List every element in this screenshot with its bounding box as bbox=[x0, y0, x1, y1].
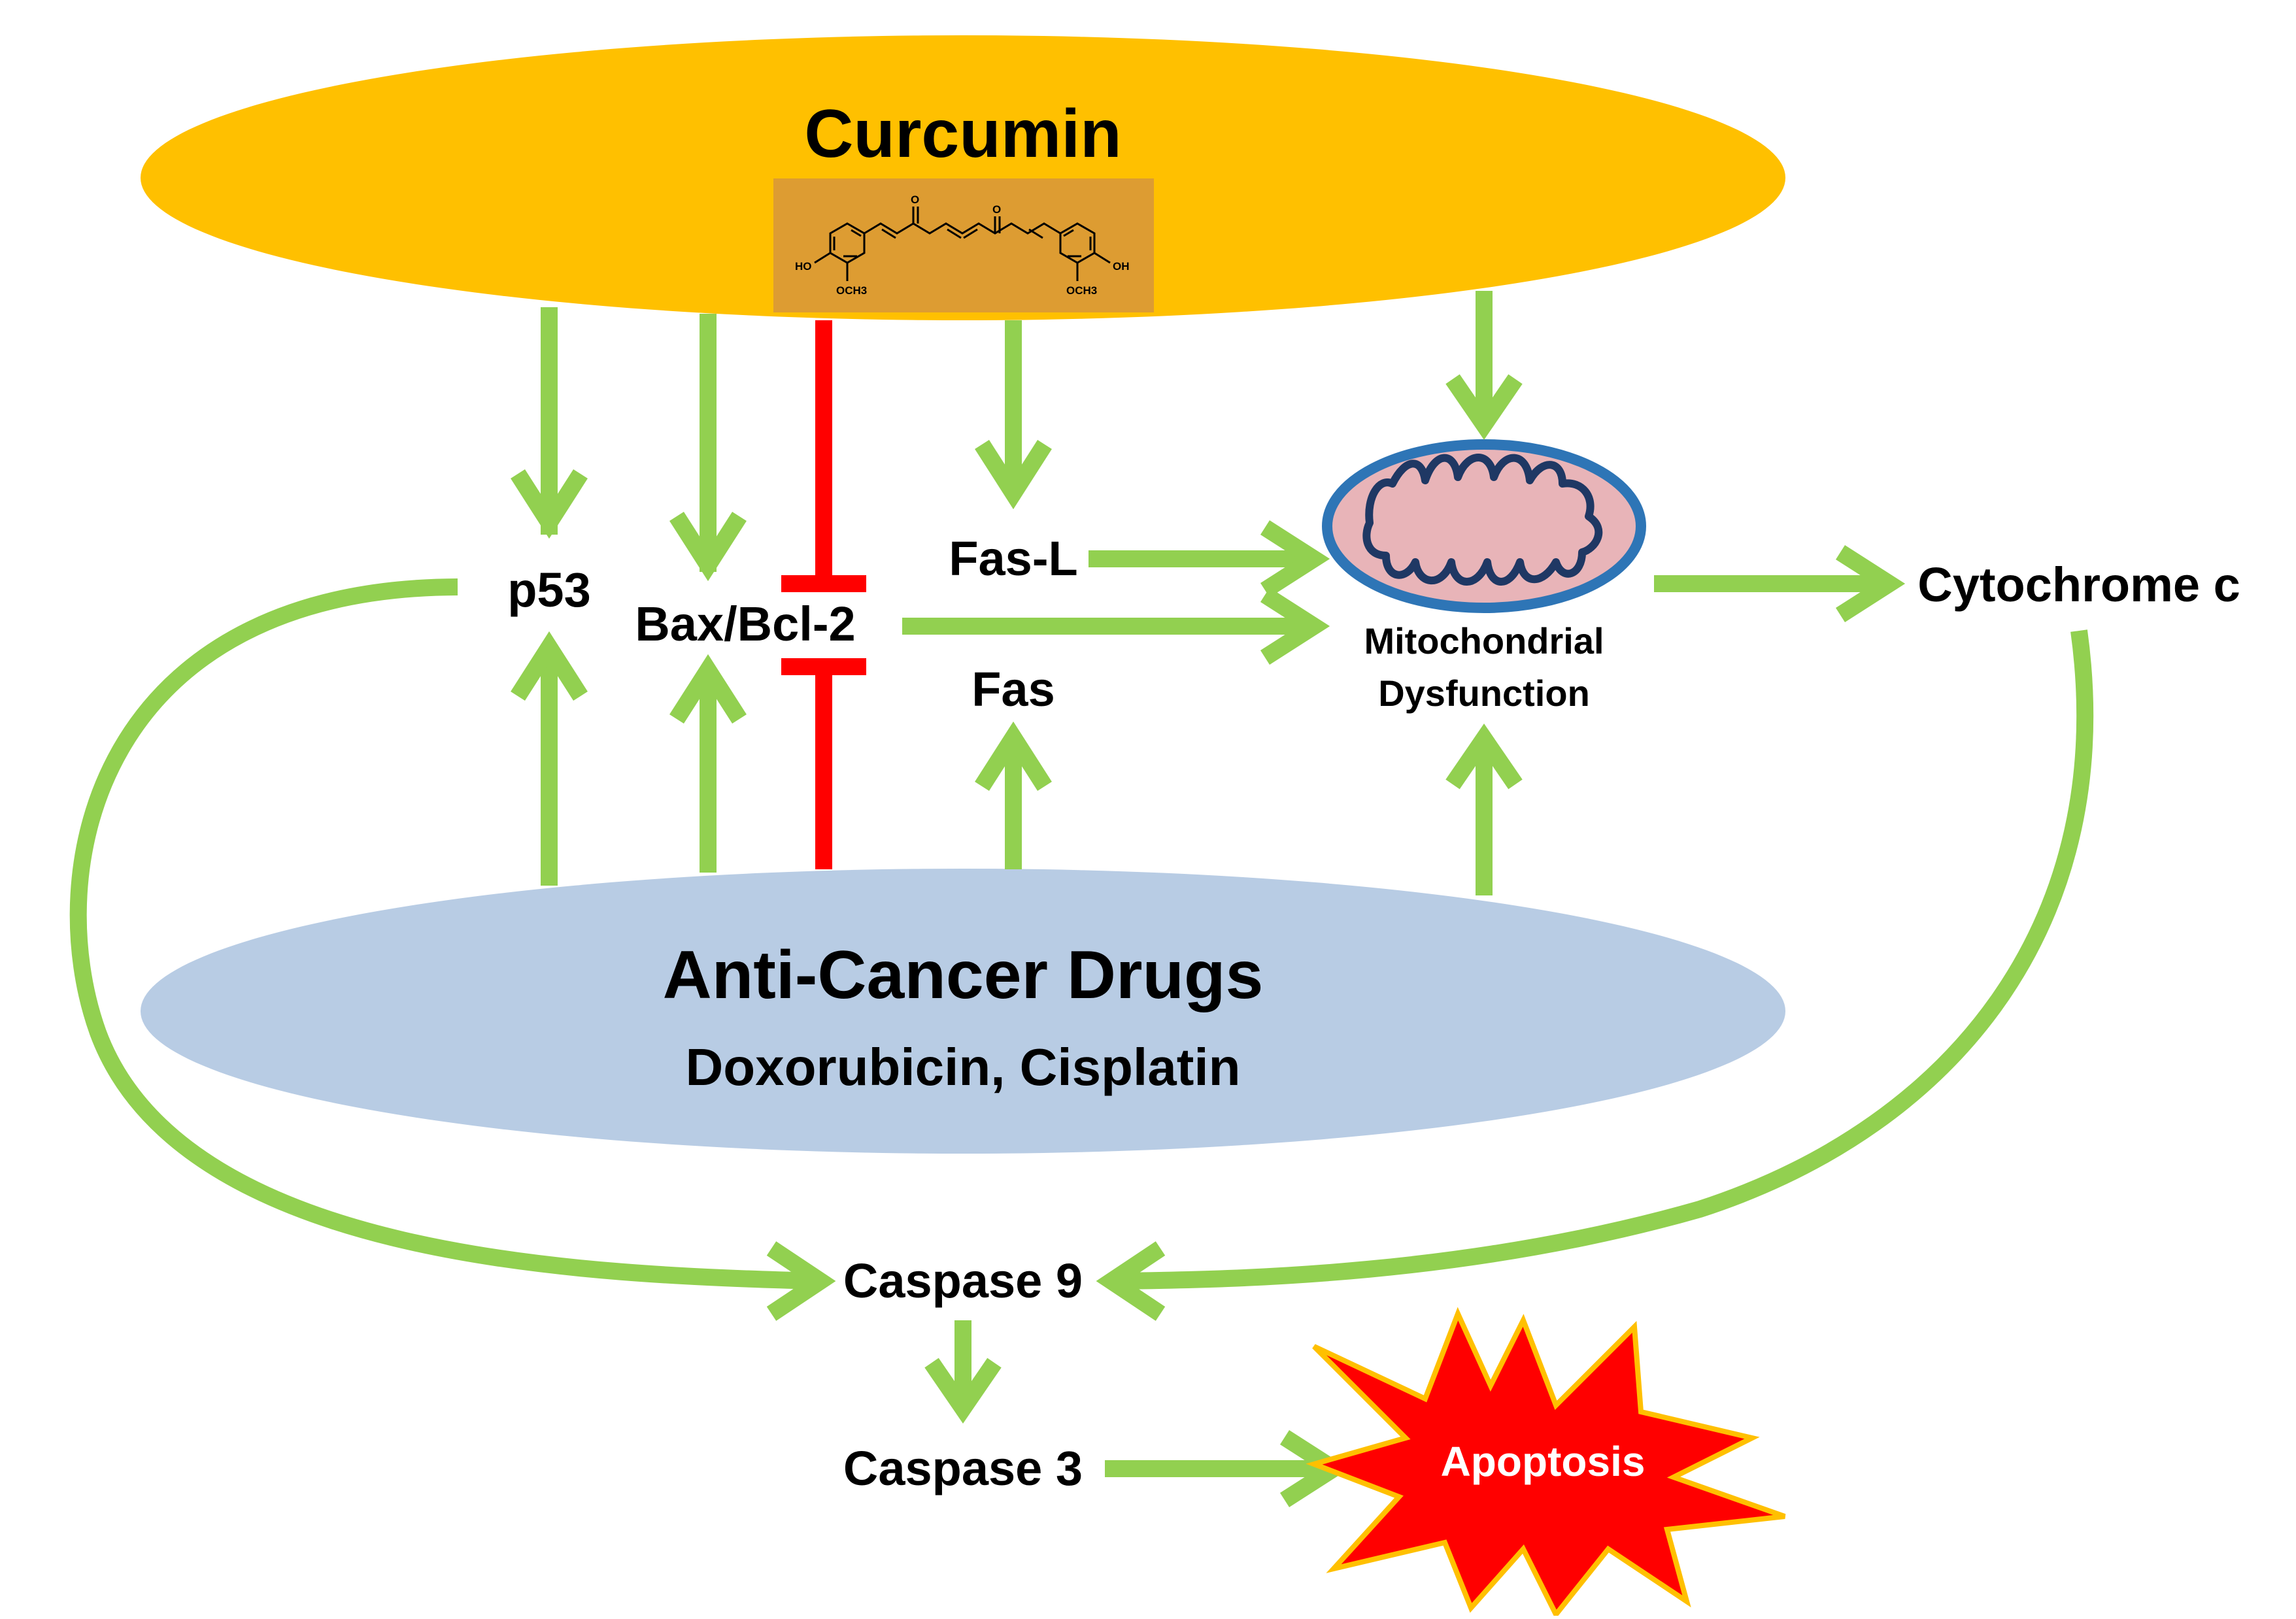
molecule-label-o-right: O bbox=[992, 203, 1001, 216]
node-p53: p53 bbox=[507, 563, 591, 617]
arrow-p53-caspase9 bbox=[69, 578, 818, 1290]
activation-arrows bbox=[69, 291, 2094, 1507]
arrowhead-fasl-mito bbox=[1260, 520, 1330, 597]
arrow-cytc-caspase9 bbox=[1114, 629, 2094, 1290]
arrowhead-drugs-mito bbox=[1445, 724, 1523, 790]
mitochondrion-cristae bbox=[1362, 454, 1603, 586]
arrowhead-curcumin-mito bbox=[1445, 374, 1523, 440]
molecule-bonds bbox=[814, 207, 1111, 281]
arrowhead-mito-cytc bbox=[1835, 545, 1906, 622]
arrowhead-curcumin-fasl bbox=[975, 439, 1052, 510]
molecule-label-ho: HO bbox=[795, 260, 812, 273]
molecule-label-och3-left: OCH3 bbox=[836, 284, 867, 297]
node-caspase3: Caspase 3 bbox=[843, 1441, 1083, 1495]
node-caspase9: Caspase 9 bbox=[843, 1254, 1083, 1308]
node-bax-bcl2: Bax/Bcl-2 bbox=[635, 597, 855, 651]
molecule-label-o-left: O bbox=[911, 193, 919, 206]
arrowhead-p53-caspase9 bbox=[766, 1241, 836, 1321]
curcumin-title: Curcumin bbox=[804, 96, 1121, 172]
node-fas: Fas bbox=[971, 662, 1055, 716]
arrowhead-drugs-bax bbox=[669, 654, 747, 724]
mito-label-line2: Dysfunction bbox=[1378, 673, 1590, 714]
arrowhead-caspase9-caspase3 bbox=[924, 1358, 1002, 1424]
mitochondrion bbox=[1322, 439, 1646, 613]
curcumin-ellipse bbox=[141, 35, 1785, 320]
arrowhead-drugs-fas bbox=[975, 721, 1052, 792]
arrowhead-cytc-caspase9 bbox=[1096, 1241, 1166, 1321]
drugs-ellipse bbox=[141, 869, 1785, 1154]
molecule-label-och3-right: OCH3 bbox=[1066, 284, 1097, 297]
mito-label-line1: Mitochondrial bbox=[1364, 620, 1604, 661]
molecule-label-oh: OH bbox=[1113, 260, 1130, 273]
inhibition-arrows bbox=[781, 320, 866, 869]
curcumin-structure: HO OCH3 O O OH OCH3 bbox=[773, 178, 1154, 312]
node-apoptosis: Apoptosis bbox=[1441, 1438, 1646, 1485]
arrowhead-bax-mito bbox=[1260, 588, 1330, 665]
arrowhead-curcumin-bax bbox=[669, 511, 747, 582]
node-fas-l: Fas-L bbox=[949, 531, 1077, 586]
arrowhead-drugs-p53 bbox=[511, 631, 588, 701]
drugs-title: Anti-Cancer Drugs bbox=[663, 937, 1264, 1013]
apoptosis-starburst bbox=[1306, 1307, 1786, 1619]
arrowhead-curcumin-p53 bbox=[511, 469, 588, 539]
drugs-subtitle: Doxorubicin, Cisplatin bbox=[686, 1038, 1241, 1096]
node-cytochrome-c: Cytochrome c bbox=[1917, 558, 2240, 612]
